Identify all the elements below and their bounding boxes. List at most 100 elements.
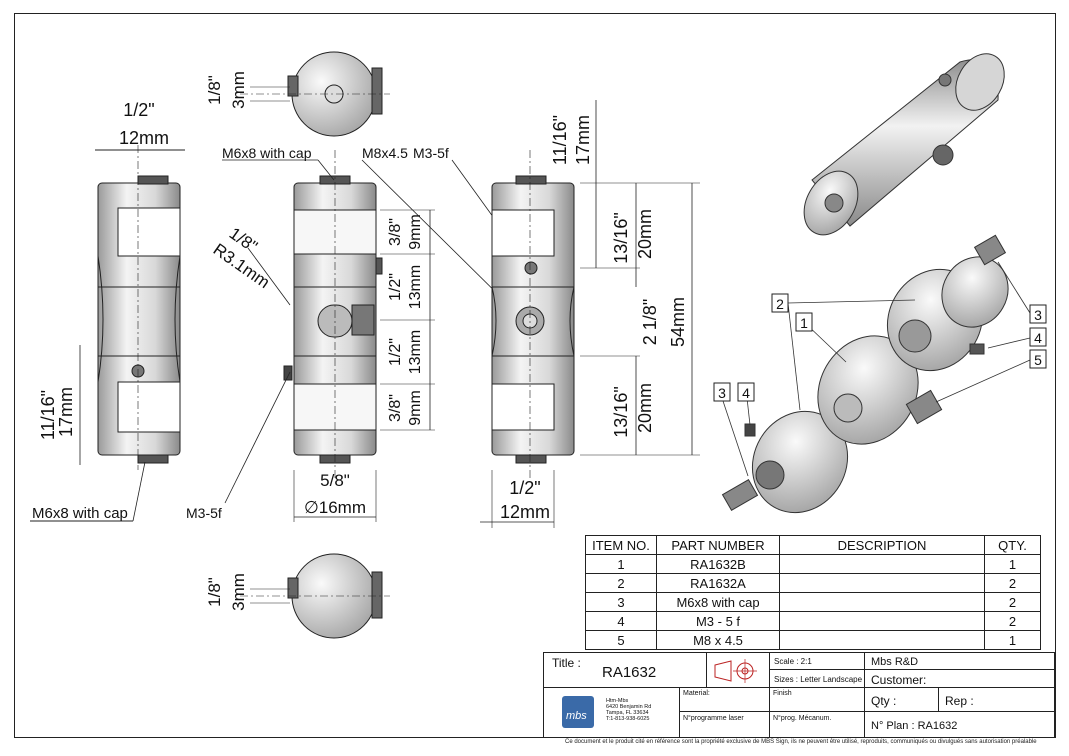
bom-qty: 2 xyxy=(984,573,1041,593)
confidentiality-footer: Ce document et le produit cité en référe… xyxy=(565,739,1037,745)
table-row: 3 M6x8 with cap 2 xyxy=(585,592,1041,612)
company-cell: Mbs R&D xyxy=(864,652,1055,670)
top-view xyxy=(240,51,390,137)
material-label: Material: xyxy=(683,690,710,697)
company-text: Mbs R&D xyxy=(871,656,919,668)
bottom-view xyxy=(240,553,390,639)
logo-text: mbs xyxy=(566,710,587,722)
item-balloons xyxy=(713,293,1047,402)
plan-cell: N° Plan : RA1632 xyxy=(864,711,1055,738)
dim-front-d-mm: 9mm xyxy=(407,390,424,426)
finish-cell: Finish xyxy=(769,687,865,712)
finish-label: Finish xyxy=(773,690,792,697)
bom-header-item: ITEM NO. xyxy=(585,535,657,555)
title-cell: Title : RA1632 xyxy=(543,652,707,688)
table-row: 5 M8 x 4.5 1 xyxy=(585,630,1041,650)
front-view xyxy=(222,150,531,522)
dim-front-c-frac: 1/2" xyxy=(387,338,404,366)
customer-cell: Customer: xyxy=(864,669,1055,688)
dim-right-top-mm: 17mm xyxy=(573,115,593,165)
dim-side-top-frac: 1/2" xyxy=(123,100,154,120)
side-view xyxy=(79,145,185,470)
laser-label: N°programme laser xyxy=(683,715,744,722)
balloon-2: 2 xyxy=(776,296,784,312)
bom-header-row: ITEM NO. PART NUMBER DESCRIPTION QTY. xyxy=(585,535,1041,555)
table-row: 1 RA1632B 1 xyxy=(585,554,1041,574)
balloon-3: 3 xyxy=(1034,307,1042,323)
dim-front-b-mm: 13mm xyxy=(407,265,424,309)
dim-bottom-frac: 1/8" xyxy=(205,577,224,607)
balloon-4b: 4 xyxy=(742,385,750,401)
dim-side-left-frac: 11/16" xyxy=(38,390,58,440)
mecanum-label: N°prog. Mécanum. xyxy=(773,715,832,722)
table-row: 2 RA1632A 2 xyxy=(585,573,1041,593)
bom-item: 2 xyxy=(585,573,657,593)
bom-part: M3 - 5 f xyxy=(656,611,780,631)
dim-right-a-mm: 20mm xyxy=(635,209,655,259)
bom-item: 5 xyxy=(585,630,657,650)
bom-description xyxy=(779,592,985,612)
sizes-cell: Sizes : Letter Landscape xyxy=(769,669,865,688)
rep-label: Rep : xyxy=(945,694,974,708)
callout-m8: M8x4.5 xyxy=(362,145,408,161)
bom-header-description: DESCRIPTION xyxy=(779,535,985,555)
bom-description xyxy=(779,573,985,593)
exploded-view xyxy=(721,234,1031,514)
logo-cell: mbs Htm-Mbs 6420 Benjamin Rd Tampa, FL 3… xyxy=(543,687,680,738)
balloon-4: 4 xyxy=(1034,330,1042,346)
callout-m6-bottom: M6x8 with cap xyxy=(32,505,128,522)
dim-front-a-mm: 9mm xyxy=(407,214,424,250)
dim-front-c-mm: 13mm xyxy=(407,330,424,374)
table-row: 4 M3 - 5 f 2 xyxy=(585,611,1041,631)
dim-right-b-mm: 54mm xyxy=(668,297,688,347)
callout-m3-top: M3-5f xyxy=(413,145,449,161)
company-address: Htm-Mbs 6420 Benjamin Rd Tampa, FL 33634… xyxy=(606,698,651,722)
bom-item: 4 xyxy=(585,611,657,631)
bom-part: RA1632A xyxy=(656,573,780,593)
dim-right-top-frac: 11/16" xyxy=(550,115,570,165)
bom-qty: 2 xyxy=(984,592,1041,612)
scale-text: Scale : 2:1 xyxy=(774,657,812,666)
bom-qty: 2 xyxy=(984,611,1041,631)
company-logo: mbs xyxy=(562,696,594,728)
bom-description xyxy=(779,611,985,631)
bom-qty: 1 xyxy=(984,630,1041,650)
address-line: 6420 Benjamin Rd xyxy=(606,704,652,710)
address-line: T:1-813-938-6025 xyxy=(606,716,650,722)
bom-description xyxy=(779,630,985,650)
dim-bottom-mm: 3mm xyxy=(229,573,248,611)
address-line: Tampa, FL 33634 xyxy=(606,710,649,716)
dim-front-b-frac: 1/2" xyxy=(387,273,404,301)
drawing-border xyxy=(14,13,1056,738)
bill-of-materials: ITEM NO. PART NUMBER DESCRIPTION QTY. 1 … xyxy=(585,535,1041,650)
customer-text: Customer: xyxy=(871,673,927,687)
qty-cell: Qty : xyxy=(864,687,939,712)
qty-label: Qty : xyxy=(871,694,897,708)
bom-header-part: PART NUMBER xyxy=(656,535,780,555)
dim-right-a-frac: 13/16" xyxy=(611,212,631,263)
sizes-text: Sizes : Letter Landscape xyxy=(774,675,863,684)
isometric-assembly xyxy=(803,53,1005,236)
address-line: Htm-Mbs xyxy=(606,698,629,704)
balloon-1: 1 xyxy=(800,315,808,331)
dim-right-c-mm: 20mm xyxy=(635,383,655,433)
bom-description xyxy=(779,554,985,574)
balloon-5: 5 xyxy=(1034,352,1042,368)
title-block: Title : RA1632 Scale : 2:1 Sizes : Lette… xyxy=(543,652,1055,738)
plan-text: N° Plan : RA1632 xyxy=(871,720,958,732)
projection-cell xyxy=(706,652,770,688)
dim-front-dia-mm: ∅16mm xyxy=(304,498,366,517)
callout-m6-top: M6x8 with cap xyxy=(222,145,312,161)
dim-top-mm: 3mm xyxy=(229,71,248,109)
projection-symbol-icon xyxy=(714,659,757,683)
dim-right-c-frac: 13/16" xyxy=(611,386,631,437)
dim-front-dia-frac: 5/8" xyxy=(320,471,350,490)
bom-part: M6x8 with cap xyxy=(656,592,780,612)
balloon-3b: 3 xyxy=(718,385,726,401)
rep-cell: Rep : xyxy=(938,687,1055,712)
scale-cell: Scale : 2:1 xyxy=(769,652,865,670)
dim-front-d-frac: 3/8" xyxy=(387,394,404,422)
bom-part: RA1632B xyxy=(656,554,780,574)
title-value: RA1632 xyxy=(602,664,657,681)
